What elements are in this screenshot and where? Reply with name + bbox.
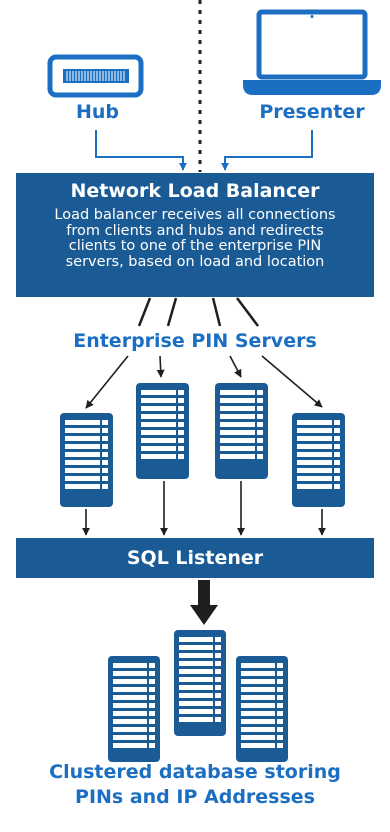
balancer-to-label-lines <box>137 297 259 327</box>
laptop-icon <box>243 9 381 95</box>
server-arrows <box>85 355 323 409</box>
server-icon <box>215 383 268 479</box>
sql-listener-title: SQL Listener <box>126 547 264 569</box>
pin-servers-label: Enterprise PIN Servers <box>73 330 317 352</box>
hub-connector <box>95 130 187 171</box>
sql-listener-box: SQL Listener <box>16 538 374 578</box>
description-line: from clients and hubs and redirects <box>66 222 324 239</box>
presenter-label: Presenter <box>259 101 365 123</box>
load-balancer-title: Network Load Balancer <box>70 180 320 202</box>
database-label: Clustered database storing PINs and IP A… <box>16 760 374 810</box>
server-icon <box>136 383 189 479</box>
big-down-arrow <box>190 580 218 625</box>
description-line: Load balancer receives all connections <box>54 207 336 223</box>
database-cluster-icon <box>108 630 288 762</box>
server-to-sql-arrows <box>82 481 326 536</box>
network-load-balancer-box: Network Load Balancer Load balancer rece… <box>16 173 374 297</box>
pin-server-group <box>60 383 345 507</box>
server-icon <box>60 413 113 507</box>
hub-device-icon <box>47 54 144 98</box>
database-label-line: Clustered database storing <box>49 761 341 783</box>
presenter-connector <box>221 130 313 171</box>
description-line: clients to one of the enterprise PIN <box>68 238 322 254</box>
hub-label: Hub <box>75 101 120 123</box>
server-icon <box>292 413 345 507</box>
database-server-icon <box>108 656 160 762</box>
database-server-icon <box>174 630 226 736</box>
load-balancer-description: Load balancer receives all connections f… <box>16 207 374 270</box>
database-label-line: PINs and IP Addresses <box>75 786 315 808</box>
database-server-icon <box>236 656 288 762</box>
description-line: servers, based on load and location <box>65 253 325 270</box>
